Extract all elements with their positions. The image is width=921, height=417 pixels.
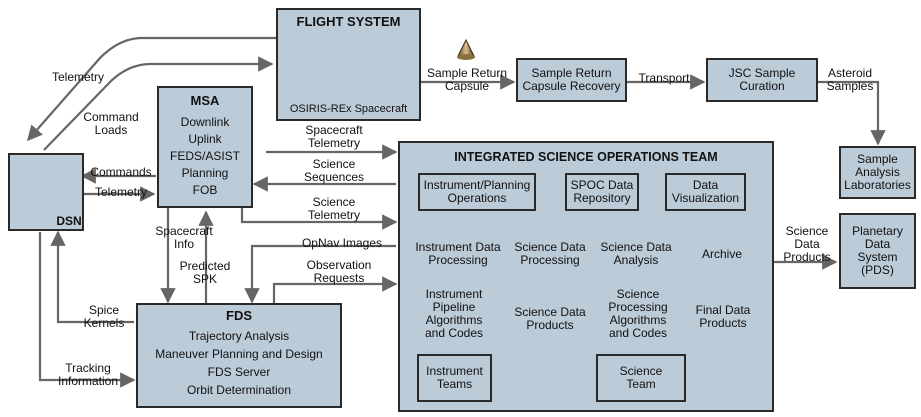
science-data-products-label: Science Data Products: [514, 305, 586, 332]
flight-system-box: FLIGHT SYSTEM OSIRIS-REx Spacecraft: [276, 8, 421, 121]
predicted-spk-label: Predicted SPK: [179, 259, 231, 286]
final-data-products-label: Final Data Products: [695, 303, 751, 330]
fds-title: FDS: [226, 308, 252, 323]
instrument-planning-box: Instrument/Planning Operations: [418, 173, 536, 211]
spacecraft-telemetry-label: Spacecraft Telemetry: [305, 123, 363, 150]
msa-item-feds-asist: FEDS/ASIST: [169, 149, 240, 163]
telemetry-top-label: Telemetry: [51, 70, 104, 84]
capsule-image: [457, 38, 475, 60]
msa-item-uplink: Uplink: [188, 132, 222, 146]
science-data-processing-label: Science Data Processing: [514, 240, 586, 267]
fds-box: FDS Trajectory Analysis Maneuver Plannin…: [136, 303, 342, 408]
arrow-opnav-images: [244, 244, 396, 304]
science-telemetry-label: Science Telemetry: [307, 195, 360, 222]
pds-box: Planetary Data System (PDS): [839, 213, 916, 289]
opnav-images-label: OpNav Images: [301, 236, 383, 250]
isot-title: INTEGRATED SCIENCE OPERATIONS TEAM: [454, 150, 718, 164]
spice-kernels-label: Spice Kernels: [83, 303, 125, 330]
msa-title: MSA: [190, 93, 220, 108]
science-data-products-pds-label: Science Data Products: [783, 224, 831, 264]
fds-item-orbit: Orbit Determination: [186, 383, 292, 397]
arrow-command-loads-to-flight: [43, 56, 274, 151]
arrow-science-telemetry: [240, 208, 398, 230]
dsn-box: DSN: [8, 153, 84, 231]
pipeline-algorithms-label: Instrument Pipeline Algorithms and Codes: [424, 287, 484, 340]
msa-item-fob: FOB: [192, 183, 218, 197]
sample-return-capsule-label: Sample Return Capsule: [426, 66, 508, 93]
arrow-observation-requests: [272, 276, 398, 306]
archive-label: Archive: [701, 247, 742, 261]
observation-requests-label: Observation Requests: [306, 258, 372, 285]
science-team-box: Science Team: [596, 354, 686, 402]
command-loads-label: Command Loads: [83, 110, 139, 137]
flow-arrows: [26, 36, 886, 388]
fds-item-server: FDS Server: [207, 365, 271, 379]
science-algorithms-label: Science Processing Algorithms and Codes: [608, 287, 668, 340]
arrow-tracking-info: [38, 232, 136, 388]
tracking-information-label: Tracking Information: [57, 361, 119, 388]
arrow-spice-kernels: [50, 230, 134, 324]
jsc-curation-box: JSC Sample Curation: [706, 58, 818, 102]
transport-label: Transport: [638, 71, 690, 85]
spoc-repository-box: SPOC Data Repository: [565, 173, 639, 211]
arrow-asteroid-samples: [818, 80, 886, 146]
msa-item-downlink: Downlink: [180, 115, 230, 129]
science-sequences-label: Science Sequences: [303, 157, 365, 184]
arrow-telemetry-to-dsn: [26, 36, 276, 142]
telemetry-dsn-label: Telemetry: [94, 185, 147, 199]
instrument-data-processing-label: Instrument Data Processing: [415, 240, 501, 267]
commands-label: Commands: [90, 165, 152, 179]
asteroid-samples-label: Asteroid Samples: [826, 66, 874, 93]
spacecraft-info-label: Spacecraft Info: [155, 224, 213, 251]
spacecraft-caption: OSIRIS-REx Spacecraft: [289, 103, 408, 115]
msa-item-planning: Planning: [181, 166, 229, 180]
dsn-title: DSN: [56, 214, 82, 228]
analysis-labs-box: Sample Analysis Laboratories: [839, 146, 916, 199]
science-data-analysis-label: Science Data Analysis: [600, 240, 672, 267]
flight-system-title: FLIGHT SYSTEM: [296, 14, 401, 29]
data-visualization-box: Data Visualization: [665, 173, 746, 211]
capsule-recovery-box: Sample Return Capsule Recovery: [516, 58, 627, 102]
instrument-teams-box: Instrument Teams: [417, 354, 492, 402]
msa-box: MSA Downlink Uplink FEDS/ASIST Planning …: [157, 86, 253, 208]
fds-item-trajectory: Trajectory Analysis: [188, 329, 290, 343]
fds-item-maneuver: Maneuver Planning and Design: [155, 347, 323, 361]
